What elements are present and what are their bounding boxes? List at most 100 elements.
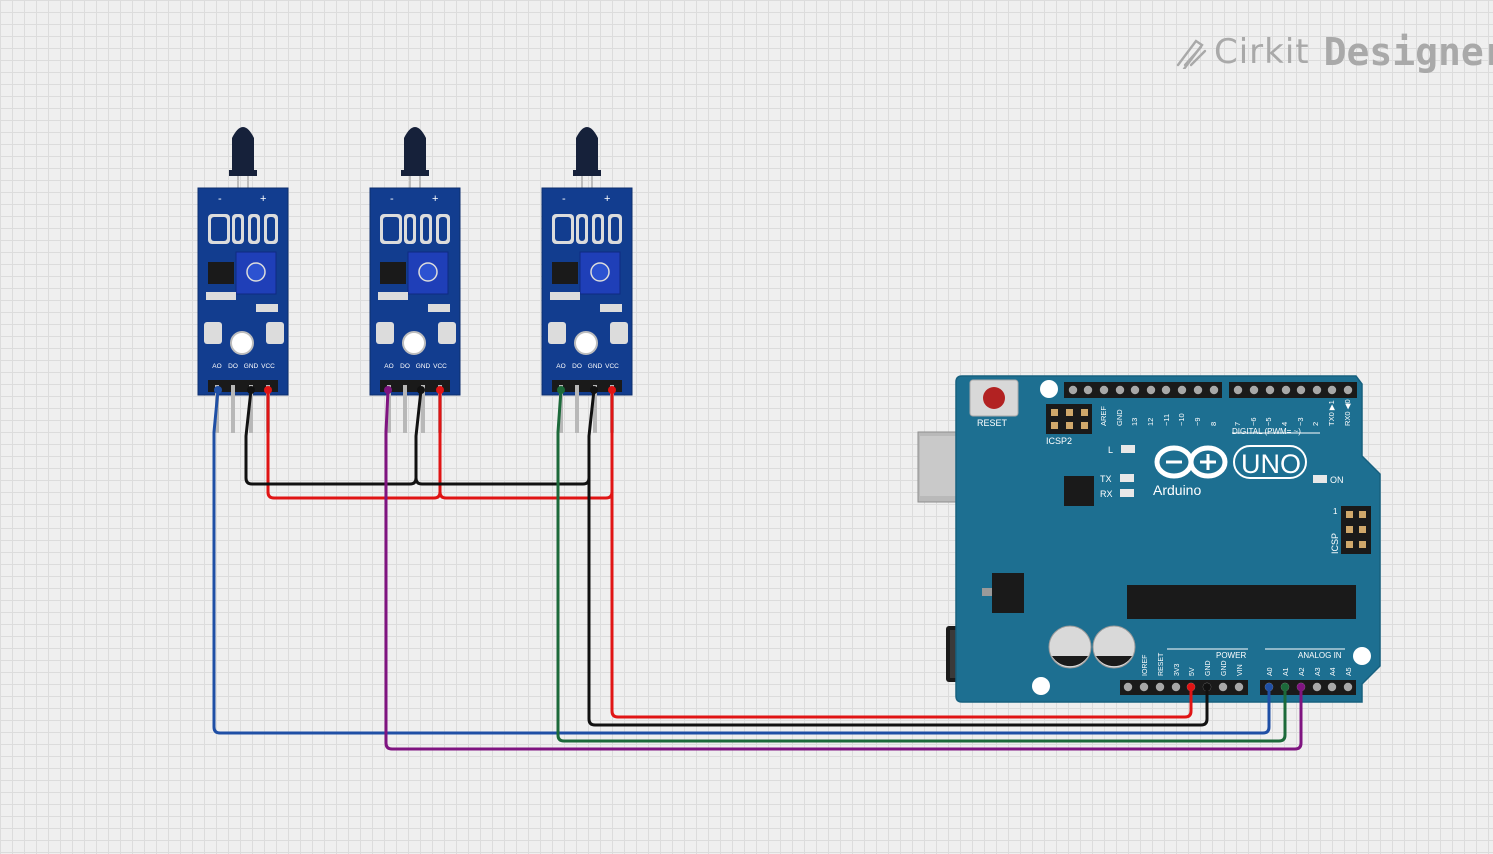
icsp-label: ICSP: [1330, 533, 1340, 554]
digital-header-2[interactable]: [1229, 382, 1357, 398]
header-pin-hole[interactable]: [1234, 682, 1244, 692]
digital-label: DIGITAL (PWM= ~): [1232, 427, 1301, 436]
wire[interactable]: [587, 476, 1209, 727]
sensor-header-pin[interactable]: [575, 385, 579, 433]
header-pin-hole[interactable]: [1265, 385, 1275, 395]
header-pin-hole[interactable]: [1171, 682, 1181, 692]
analog-label: ANALOG IN: [1298, 651, 1342, 660]
header-pin-hole[interactable]: [1099, 385, 1109, 395]
header-pin-hole[interactable]: [1130, 385, 1140, 395]
atmega-chip: [1127, 585, 1356, 619]
wire-endpoint[interactable]: [384, 386, 392, 394]
wire[interactable]: [212, 388, 1271, 735]
wire-endpoint[interactable]: [1297, 683, 1305, 691]
wire-endpoint[interactable]: [608, 386, 616, 394]
header-pin-hole[interactable]: [1146, 385, 1156, 395]
header-pin-hole[interactable]: [1218, 682, 1228, 692]
ir-receiver-bulb: [232, 127, 254, 175]
power-pin-label: 3V3: [1174, 663, 1181, 676]
wire[interactable]: [244, 388, 423, 486]
wire-endpoint[interactable]: [590, 386, 598, 394]
header-pin-hole[interactable]: [1155, 682, 1165, 692]
power-pin-label: VIN: [1237, 664, 1244, 676]
mount-hole: [1353, 647, 1371, 665]
header-pin-hole[interactable]: [1115, 385, 1125, 395]
analog-header[interactable]: [1260, 680, 1356, 695]
wire[interactable]: [610, 490, 1193, 719]
header-pin-hole[interactable]: [1233, 385, 1243, 395]
wire-endpoint[interactable]: [436, 386, 444, 394]
svg-text:-: -: [562, 193, 566, 205]
analog-pin-label: A1: [1283, 667, 1290, 676]
header-pin-hole[interactable]: [1312, 385, 1322, 395]
icsp-header[interactable]: [1341, 506, 1371, 554]
power-pin-label: 5V: [1189, 667, 1196, 676]
board-outline: [955, 375, 1381, 703]
digital-pin-label: ~3: [1296, 417, 1305, 426]
header-pin-hole[interactable]: [1068, 385, 1078, 395]
sensor-pin-label: GND: [588, 363, 603, 370]
header-pin-hole[interactable]: [1343, 682, 1353, 692]
sensor-pin-label: DO: [572, 363, 582, 370]
sensor-header-pin[interactable]: [421, 385, 425, 433]
header-pin-hole[interactable]: [1177, 385, 1187, 395]
wire-endpoint[interactable]: [1187, 683, 1195, 691]
digital-pin-label: AREF: [1099, 406, 1108, 426]
led-rx: [1120, 489, 1134, 497]
digital-pin-label: ~5: [1264, 417, 1273, 426]
header-pin-hole[interactable]: [1327, 682, 1337, 692]
header-pin-hole[interactable]: [1123, 682, 1133, 692]
header-pin-hole[interactable]: [1209, 385, 1219, 395]
logo-brand: Cirkit: [1214, 32, 1310, 72]
wire-endpoint[interactable]: [247, 386, 255, 394]
wire-endpoint[interactable]: [417, 386, 425, 394]
digital-pin-label: 8: [1209, 422, 1218, 426]
wire[interactable]: [414, 388, 596, 486]
power-header[interactable]: [1120, 680, 1248, 695]
wire-endpoint[interactable]: [264, 386, 272, 394]
sensor-header-pin[interactable]: [593, 385, 597, 433]
arduino-infinity-icon: [1154, 445, 1228, 479]
header-pin-hole[interactable]: [1249, 385, 1259, 395]
wire[interactable]: [384, 388, 1303, 751]
wire[interactable]: [556, 388, 1287, 743]
sensor-pin-label: VCC: [261, 363, 275, 370]
header-pin-hole[interactable]: [1193, 385, 1203, 395]
sensor-pin-label: AO: [384, 363, 393, 370]
icsp2-header[interactable]: [1046, 404, 1092, 434]
analog-pin-label: A3: [1315, 667, 1322, 676]
header-pin-hole[interactable]: [1281, 385, 1291, 395]
digital-pin-label: 13: [1130, 418, 1139, 426]
rx-label: RX: [1100, 489, 1113, 499]
sensor-header-pin[interactable]: [387, 385, 391, 433]
wire-endpoint[interactable]: [1203, 683, 1211, 691]
header-pin-hole[interactable]: [1161, 385, 1171, 395]
sensor-header-pin[interactable]: [231, 385, 235, 433]
wire-endpoint[interactable]: [557, 386, 565, 394]
power-pin-label: GND: [1205, 660, 1212, 676]
wire-endpoint[interactable]: [1281, 683, 1289, 691]
header-pin-hole[interactable]: [1343, 385, 1353, 395]
sensitivity-potentiometer[interactable]: [235, 251, 277, 295]
sensor-pin-label: DO: [400, 363, 410, 370]
header-pin-hole[interactable]: [1083, 385, 1093, 395]
usb-chip: [1064, 476, 1094, 506]
wire-endpoint[interactable]: [214, 386, 222, 394]
on-label: ON: [1330, 475, 1344, 485]
header-pin-hole[interactable]: [1139, 682, 1149, 692]
wire-endpoint[interactable]: [1265, 683, 1273, 691]
power-label: POWER: [1216, 651, 1246, 660]
sensor-header-pin[interactable]: [249, 385, 253, 433]
sensor-header-pin[interactable]: [403, 385, 407, 433]
power-pin-label: RESET: [1158, 652, 1165, 676]
header-pin-hole[interactable]: [1327, 385, 1337, 395]
digital-pin-label: TX0 ▶1: [1327, 400, 1336, 426]
digital-pin-label: 7: [1233, 422, 1242, 426]
header-pin-hole[interactable]: [1296, 385, 1306, 395]
header-pin-hole[interactable]: [1312, 682, 1322, 692]
